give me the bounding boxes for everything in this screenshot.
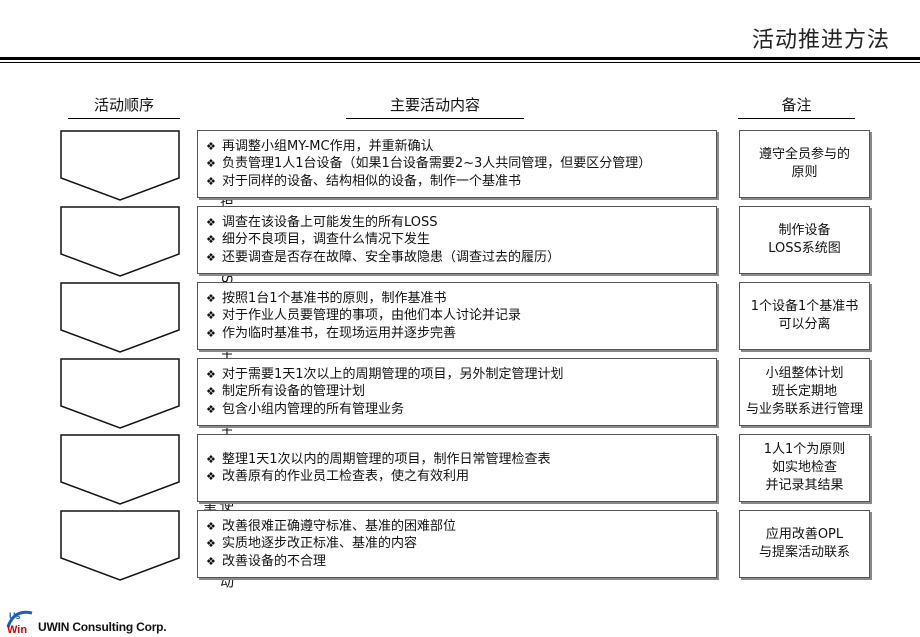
content-item-text: 再调整小组MY-MC作用，并重新确认 bbox=[222, 138, 434, 154]
content-item: ❖ 对于同样的设备、结构相似的设备，制作一个基准书 bbox=[206, 173, 651, 191]
header-content-label: 主要活动内容 bbox=[389, 96, 480, 114]
content-item: ❖ 作为临时基准书，在现场运用并逐步完善 bbox=[206, 325, 521, 343]
content-item-text: 包含小组内管理的所有管理业务 bbox=[222, 401, 405, 417]
content-item: ❖ 整理1天1次以内的周期管理的项目，制作日常管理检查表 bbox=[206, 451, 551, 469]
content-box-3: ❖ 按照1台1个基准书的原则，制作基准书 ❖ 对于作业人员要管理的事项，由他们本人讨论… bbox=[197, 282, 717, 350]
content-item-text: 对于需要1天1次以上的周期管理的项目，另外制定管理计划 bbox=[222, 366, 564, 382]
content-item-text: 负责管理1人1台设备（如果1台设备需要2~3人共同管理，但要区分管理） bbox=[222, 156, 652, 172]
remark-box-1: 遵守全员参与的 原则 bbox=[739, 130, 870, 198]
content-item-text: 对于同样的设备、结构相似的设备，制作一个基准书 bbox=[222, 173, 522, 189]
diamond-bullet-icon: ❖ bbox=[206, 537, 216, 551]
content-box-2: ❖ 调查在该设备上可能发生的所有LOSS ❖ 细分不良项目，调查什么情况下发生 ❖ 还要调… bbox=[197, 206, 717, 274]
step-arrow-shape bbox=[60, 282, 180, 353]
content-item: ❖ 再调整小组MY-MC作用，并重新确认 bbox=[206, 138, 651, 156]
diamond-bullet-icon: ❖ bbox=[206, 250, 216, 264]
diamond-bullet-icon: ❖ bbox=[206, 157, 216, 171]
content-item-text: 实质地逐步改正标准、基准的内容 bbox=[222, 536, 418, 552]
remark-box-3: 1个设备1个基准书 可以分离 bbox=[739, 282, 870, 350]
content-item-text: 改善原有的作业员工检查表，使之有效利用 bbox=[222, 469, 470, 484]
remark-box-4: 小组整体计划 班长定期地 与业务联系进行管理 bbox=[739, 358, 870, 426]
content-item: ❖ 调查在该设备上可能发生的所有LOSS bbox=[206, 214, 560, 232]
content-item-text: 调查在该设备上可能发生的所有LOSS bbox=[222, 214, 438, 230]
content-item: ❖ 改善原有的作业员工检查表，使之有效利用 bbox=[206, 468, 551, 486]
remark-box-6: 应用改善OPL 与提案活动联系 bbox=[739, 510, 870, 578]
diamond-bullet-icon: ❖ bbox=[206, 326, 216, 340]
content-item-text: 细分不良项目，调查什么情况下发生 bbox=[222, 232, 431, 248]
remark-text: 1人1个为原则 如实地检查 并记录其结果 bbox=[763, 442, 846, 493]
remark-box-5: 1人1个为原则 如实地检查 并记录其结果 bbox=[739, 434, 870, 502]
content-item: ❖ 对于作业人员要管理的事项，由他们本人讨论并记录 bbox=[206, 307, 521, 325]
diamond-bullet-icon: ❖ bbox=[206, 174, 216, 188]
content-item: ❖ 还要调查是否存在故障、安全事故隐患（调查过去的履历） bbox=[206, 249, 560, 267]
diamond-bullet-icon: ❖ bbox=[206, 309, 216, 323]
content-item-text: 改善很难正确遵守标准、基准的困难部位 bbox=[222, 518, 457, 534]
step-arrow-shape bbox=[60, 130, 180, 201]
content-item: ❖ 细分不良项目，调查什么情况下发生 bbox=[206, 231, 560, 249]
diamond-bullet-icon: ❖ bbox=[206, 470, 216, 483]
remark-text: 应用改善OPL 与提案活动联系 bbox=[758, 527, 850, 560]
header-sequence-label: 活动顺序 bbox=[93, 96, 154, 114]
content-item: ❖ 改善设备的不合理 bbox=[206, 553, 456, 571]
step-arrow-shape bbox=[60, 510, 180, 581]
content-box-1: ❖ 再调整小组MY-MC作用，并重新确认 ❖ 负责管理1人1台设备（如果1台设备需要2… bbox=[197, 130, 717, 198]
diamond-bullet-icon: ❖ bbox=[206, 519, 216, 533]
content-box-6: ❖ 改善很难正确遵守标准、基准的困难部位 ❖ 实质地逐步改正标准、基准的内容 ❖ 改善设备… bbox=[197, 510, 717, 578]
step-arrow-shape bbox=[60, 434, 180, 505]
diamond-bullet-icon: ❖ bbox=[206, 554, 216, 568]
diamond-bullet-icon: ❖ bbox=[206, 402, 216, 416]
content-item-text: 按照1台1个基准书的原则，制作基准书 bbox=[222, 290, 447, 306]
step-arrow-shape bbox=[60, 358, 180, 429]
diamond-bullet-icon: ❖ bbox=[206, 233, 216, 247]
diamond-bullet-icon: ❖ bbox=[206, 452, 216, 466]
remark-text: 1个设备1个基准书 可以分离 bbox=[750, 299, 859, 332]
content-item-text: 改善设备的不合理 bbox=[222, 553, 327, 569]
content-item: ❖ 改善很难正确遵守标准、基准的困难部位 bbox=[206, 518, 456, 536]
content-item-text: 作为临时基准书，在现场运用并逐步完善 bbox=[222, 325, 457, 341]
header-content: 主要活动内容 bbox=[346, 94, 524, 119]
content-box-5: ❖ 整理1天1次以内的周期管理的项目，制作日常管理检查表 ❖ 改善原有的作业员工检查表… bbox=[197, 434, 717, 502]
content-item: ❖ 对于需要1天1次以上的周期管理的项目，另外制定管理计划 bbox=[206, 366, 564, 384]
diamond-bullet-icon: ❖ bbox=[206, 385, 216, 399]
title-rule-thin bbox=[0, 62, 920, 63]
title-rule-thick bbox=[0, 57, 920, 60]
diamond-bullet-icon: ❖ bbox=[206, 367, 216, 381]
remark-text: 小组整体计划 班长定期地 与业务联系进行管理 bbox=[745, 366, 863, 417]
company-logo: Us Win UWIN Consulting Corp. bbox=[6, 607, 226, 635]
diamond-bullet-icon: ❖ bbox=[206, 215, 216, 229]
content-item: ❖ 制定所有设备的管理计划 bbox=[206, 383, 564, 401]
content-box-4: ❖ 对于需要1天1次以上的周期管理的项目，另外制定管理计划 ❖ 制定所有设备的管理计划… bbox=[197, 358, 717, 426]
remark-text: 遵守全员参与的 原则 bbox=[758, 147, 850, 180]
header-sequence: 活动顺序 bbox=[68, 94, 180, 119]
diamond-bullet-icon: ❖ bbox=[206, 139, 216, 153]
content-item-text: 制定所有设备的管理计划 bbox=[222, 384, 366, 400]
step-arrow-shape bbox=[60, 206, 180, 277]
diamond-bullet-icon: ❖ bbox=[206, 291, 216, 305]
svg-text:Us: Us bbox=[9, 611, 21, 621]
page-title: 活动推进方法 bbox=[751, 28, 890, 53]
content-item: ❖ 负责管理1人1台设备（如果1台设备需要2~3人共同管理，但要区分管理） bbox=[206, 155, 651, 173]
content-item-text: 整理1天1次以内的周期管理的项目，制作日常管理检查表 bbox=[222, 451, 551, 467]
content-item: ❖ 按照1台1个基准书的原则，制作基准书 bbox=[206, 290, 521, 308]
content-item-text: 对于作业人员要管理的事项，由他们本人讨论并记录 bbox=[222, 308, 522, 324]
content-item: ❖ 包含小组内管理的所有管理业务 bbox=[206, 401, 564, 419]
uwin-logo-icon: Us Win bbox=[6, 610, 33, 635]
remark-box-2: 制作设备 LOSS系统图 bbox=[739, 206, 870, 274]
content-item-text: 还要调查是否存在故障、安全事故隐患（调查过去的履历） bbox=[222, 249, 561, 265]
svg-text:Win: Win bbox=[7, 624, 27, 635]
content-item: ❖ 实质地逐步改正标准、基准的内容 bbox=[206, 535, 456, 553]
company-brand-name: UWIN Consulting Corp. bbox=[38, 620, 167, 634]
header-remarks: 备注 bbox=[738, 94, 855, 119]
header-remarks-label: 备注 bbox=[781, 96, 812, 114]
remark-text: 制作设备 LOSS系统图 bbox=[768, 223, 841, 256]
